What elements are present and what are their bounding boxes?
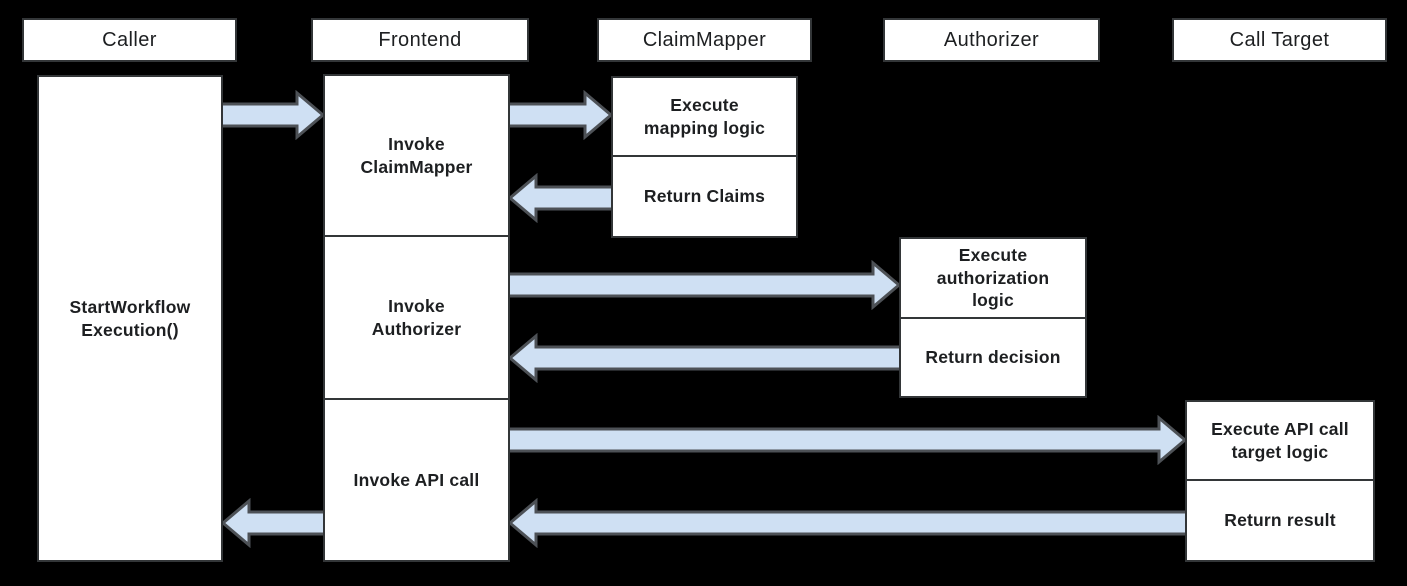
claimmapper-execute-label: Execute mapping logic — [643, 94, 766, 138]
claimmapper-return-label: Return Claims — [613, 155, 796, 236]
lifeline-header-authorizer-label: Authorizer — [943, 28, 1040, 51]
activation-caller: StartWorkflow Execution() — [37, 75, 223, 562]
authorizer-return-label: Return decision — [901, 317, 1085, 396]
arrow-frontend-to-authorizer — [502, 260, 901, 310]
lifeline-header-caller: Caller — [22, 18, 237, 62]
caller-startworkflow-label: StartWorkflow Execution() — [69, 296, 191, 340]
arrow-frontend-to-caller — [221, 498, 331, 548]
arrow-caller-to-frontend — [215, 90, 325, 140]
lifeline-header-authorizer: Authorizer — [883, 18, 1100, 62]
lifeline-header-claimmapper-label: ClaimMapper — [642, 28, 767, 51]
lifeline-header-frontend-label: Frontend — [378, 28, 462, 51]
frontend-invoke-api-call-label: Invoke API call — [325, 398, 508, 560]
activation-frontend: Invoke ClaimMapper Invoke Authorizer Inv… — [323, 74, 510, 562]
arrow-frontend-to-calltarget — [502, 415, 1187, 465]
arrow-calltarget-to-frontend — [508, 498, 1193, 548]
calltarget-return-label: Return result — [1187, 479, 1373, 560]
activation-calltarget: Execute API call target logic Return res… — [1185, 400, 1375, 562]
frontend-invoke-authorizer-label: Invoke Authorizer — [325, 235, 508, 398]
lifeline-header-calltarget: Call Target — [1172, 18, 1387, 62]
lifeline-header-claimmapper: ClaimMapper — [597, 18, 812, 62]
activation-claimmapper: Execute mapping logic Return Claims — [611, 76, 798, 238]
arrow-authorizer-to-frontend — [508, 333, 907, 383]
authorizer-execute-label: Execute authorization logic — [936, 244, 1050, 311]
lifeline-header-calltarget-label: Call Target — [1229, 28, 1330, 51]
lifeline-header-caller-label: Caller — [102, 28, 157, 51]
arrow-frontend-to-claimmapper — [502, 90, 613, 140]
lifeline-header-frontend: Frontend — [311, 18, 529, 62]
frontend-invoke-claimmapper-label: Invoke ClaimMapper — [360, 133, 473, 177]
arrow-claimmapper-to-frontend — [508, 173, 619, 223]
calltarget-execute-label: Execute API call target logic — [1211, 418, 1349, 462]
activation-authorizer: Execute authorization logic Return decis… — [899, 237, 1087, 398]
